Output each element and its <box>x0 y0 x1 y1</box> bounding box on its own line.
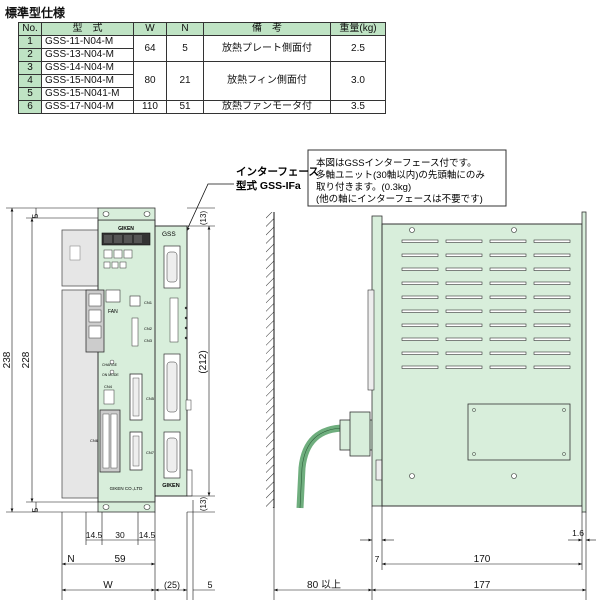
dim-top-13: (13) <box>199 211 208 226</box>
note-callout: 本図はGSSインターフェース付です。 多軸ユニット(30軸以内)の先頭軸にのみ … <box>307 149 507 207</box>
dim-14-5-a: 14.5 <box>86 530 103 540</box>
group-weight: 3.5 <box>330 100 386 114</box>
dim-14-5-b: 14.5 <box>139 530 156 540</box>
dim-238: 238 <box>2 351 13 368</box>
table-row: 3 GSS-14-N04-M 80 21 放熱フィン側面付 3.0 <box>18 61 386 101</box>
table-row: 6 GSS-17-N04-M 110 51 放熱ファンモータ付 3.5 <box>18 100 386 114</box>
cn-label-5: CN5 <box>146 396 155 401</box>
dim-177: 177 <box>474 580 491 591</box>
cn-label-7: CN7 <box>146 450 155 455</box>
dim-25: (25) <box>164 580 180 590</box>
note-line-4: (他の軸にインターフェースは不要です) <box>316 193 483 205</box>
group-w: 80 <box>133 61 167 101</box>
note-line-3: 取り付きます。(0.3kg) <box>316 182 411 193</box>
front-footer: GIKEN CO.,LTD <box>110 486 143 491</box>
col-header-remark: 備 考 <box>203 22 331 36</box>
col-header-no: No. <box>18 22 42 36</box>
dim-w: W <box>103 580 113 591</box>
dim-top-5: 5 <box>31 213 40 218</box>
interface-label-line-2: 型式 GSS-IFa <box>236 179 301 192</box>
group-remark: 放熱プレート側面付 <box>203 35 331 62</box>
dim-30: 30 <box>115 530 125 540</box>
row-no: 3 <box>18 61 42 75</box>
group-n: 21 <box>166 61 204 101</box>
side-logo: GIKEN <box>162 483 179 489</box>
side-dimensions <box>273 506 596 600</box>
interface-label-line-1: インターフェース <box>236 166 319 178</box>
col-header-n: N <box>166 22 204 36</box>
col-header-model: 型 式 <box>41 22 134 36</box>
group-weight: 3.0 <box>330 61 386 101</box>
note-line-1: 本図はGSSインターフェース付です。 <box>316 157 477 169</box>
table-row: 4 GSS-15-N04-M <box>18 74 386 88</box>
row-no: 1 <box>18 35 42 49</box>
dim-170: 170 <box>474 554 491 565</box>
group-n: 5 <box>166 35 204 62</box>
row-no: 6 <box>18 100 42 114</box>
group-weight: 2.5 <box>330 35 386 62</box>
dim-80: 80 以上 <box>307 579 341 591</box>
table-row: 1 GSS-11-N04-M 64 5 放熱プレート側面付 2.5 <box>18 35 386 62</box>
table-header-row: No. 型 式 W N 備 考 重量(kg) <box>18 22 386 36</box>
dim-5: 5 <box>207 580 212 590</box>
gss-label: GSS <box>162 231 176 238</box>
cn-label-6: CN6 <box>90 438 99 443</box>
dim-228: 228 <box>21 351 32 368</box>
group-remark: 放熱フィン側面付 <box>203 61 331 101</box>
front-dimensions <box>6 207 215 600</box>
dim-bot-5: 5 <box>31 507 40 512</box>
group-remark: 放熱ファンモータ付 <box>203 100 331 114</box>
dim-59: 59 <box>114 554 126 565</box>
dim-7: 7 <box>375 554 380 564</box>
col-header-weight: 重量(kg) <box>330 22 386 36</box>
dim-212: (212) <box>198 350 209 373</box>
front-dimension-labels: 238 228 (212) 5 5 (13) (13) 14.5 30 14.5… <box>2 211 213 591</box>
side-view <box>266 211 587 513</box>
side-dimension-labels: 80 以上 7 170 177 1.6 <box>307 528 584 591</box>
led-label-2: ON MODE <box>102 373 119 377</box>
cn-label-2: CN2 <box>144 326 153 331</box>
group-n: 51 <box>166 100 204 114</box>
cn-label-1: CN1 <box>144 300 153 305</box>
dim-bot-13: (13) <box>199 497 208 512</box>
cn-label-4: CN4 <box>104 384 113 389</box>
cn-label-3: CN3 <box>144 338 153 343</box>
led-label-1: CHARGE <box>102 363 118 367</box>
page-title: 標準型仕様 <box>5 6 66 20</box>
dim-n: N <box>67 554 74 565</box>
fan-label: FAN <box>108 309 118 315</box>
front-logo: GIKEN <box>118 226 134 232</box>
front-view: GIKEN FAN CN1 CN2 CN3 CHARGE ON MODE CN4 <box>61 207 193 513</box>
dim-1-6: 1.6 <box>572 528 584 538</box>
table-row: 2 GSS-13-N04-M <box>18 48 386 62</box>
note-line-2: 多軸ユニット(30軸以内)の先頭軸にのみ <box>316 169 485 181</box>
interface-label: インターフェース 型式 GSS-IFa <box>185 166 319 233</box>
spec-table: No. 型 式 W N 備 考 重量(kg) 1 GSS-11-N04-M 64… <box>18 22 386 114</box>
